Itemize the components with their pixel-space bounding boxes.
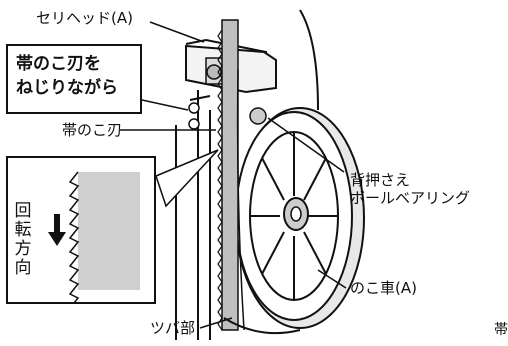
blade-detail (78, 172, 140, 290)
saw-wheel (235, 107, 365, 329)
inset-graphic (48, 171, 140, 302)
label-flange: ツバ部 (150, 319, 196, 337)
screw-icon (188, 118, 200, 130)
label-seri-head: セリヘッド(A) (36, 9, 133, 27)
bearing (249, 107, 267, 125)
arrow-down-icon (48, 214, 66, 246)
inset-pointer (155, 149, 219, 208)
frame-lines (175, 9, 319, 340)
rotation-inset: 回 転 方 向 (6, 156, 156, 304)
label-wheel: のこ車(A) (350, 279, 417, 297)
bolt-icon (206, 64, 222, 80)
rotation-char: 方 (14, 239, 32, 259)
rotation-char: 回 (14, 201, 32, 221)
callout-box: 帯のこ刃を ねじりながら (6, 44, 142, 114)
label-blade: 帯のこ刃 (62, 121, 123, 139)
label-cut-off: 帯 (494, 322, 508, 338)
leader-lines (120, 21, 347, 329)
label-bearing-1: 背押さえ (350, 171, 411, 189)
rotation-direction-label: 回 転 方 向 (14, 202, 32, 278)
rotation-char: 向 (14, 258, 32, 278)
callout-line-1: 帯のこ刃を (16, 54, 101, 74)
flange (223, 317, 301, 335)
rotation-char: 転 (14, 220, 32, 240)
screw-icon (188, 102, 200, 114)
band-saw-blade (217, 19, 245, 331)
label-bearing-2: ボールベアリング (350, 189, 471, 207)
callout-line-2: ねじりながら (16, 78, 118, 98)
